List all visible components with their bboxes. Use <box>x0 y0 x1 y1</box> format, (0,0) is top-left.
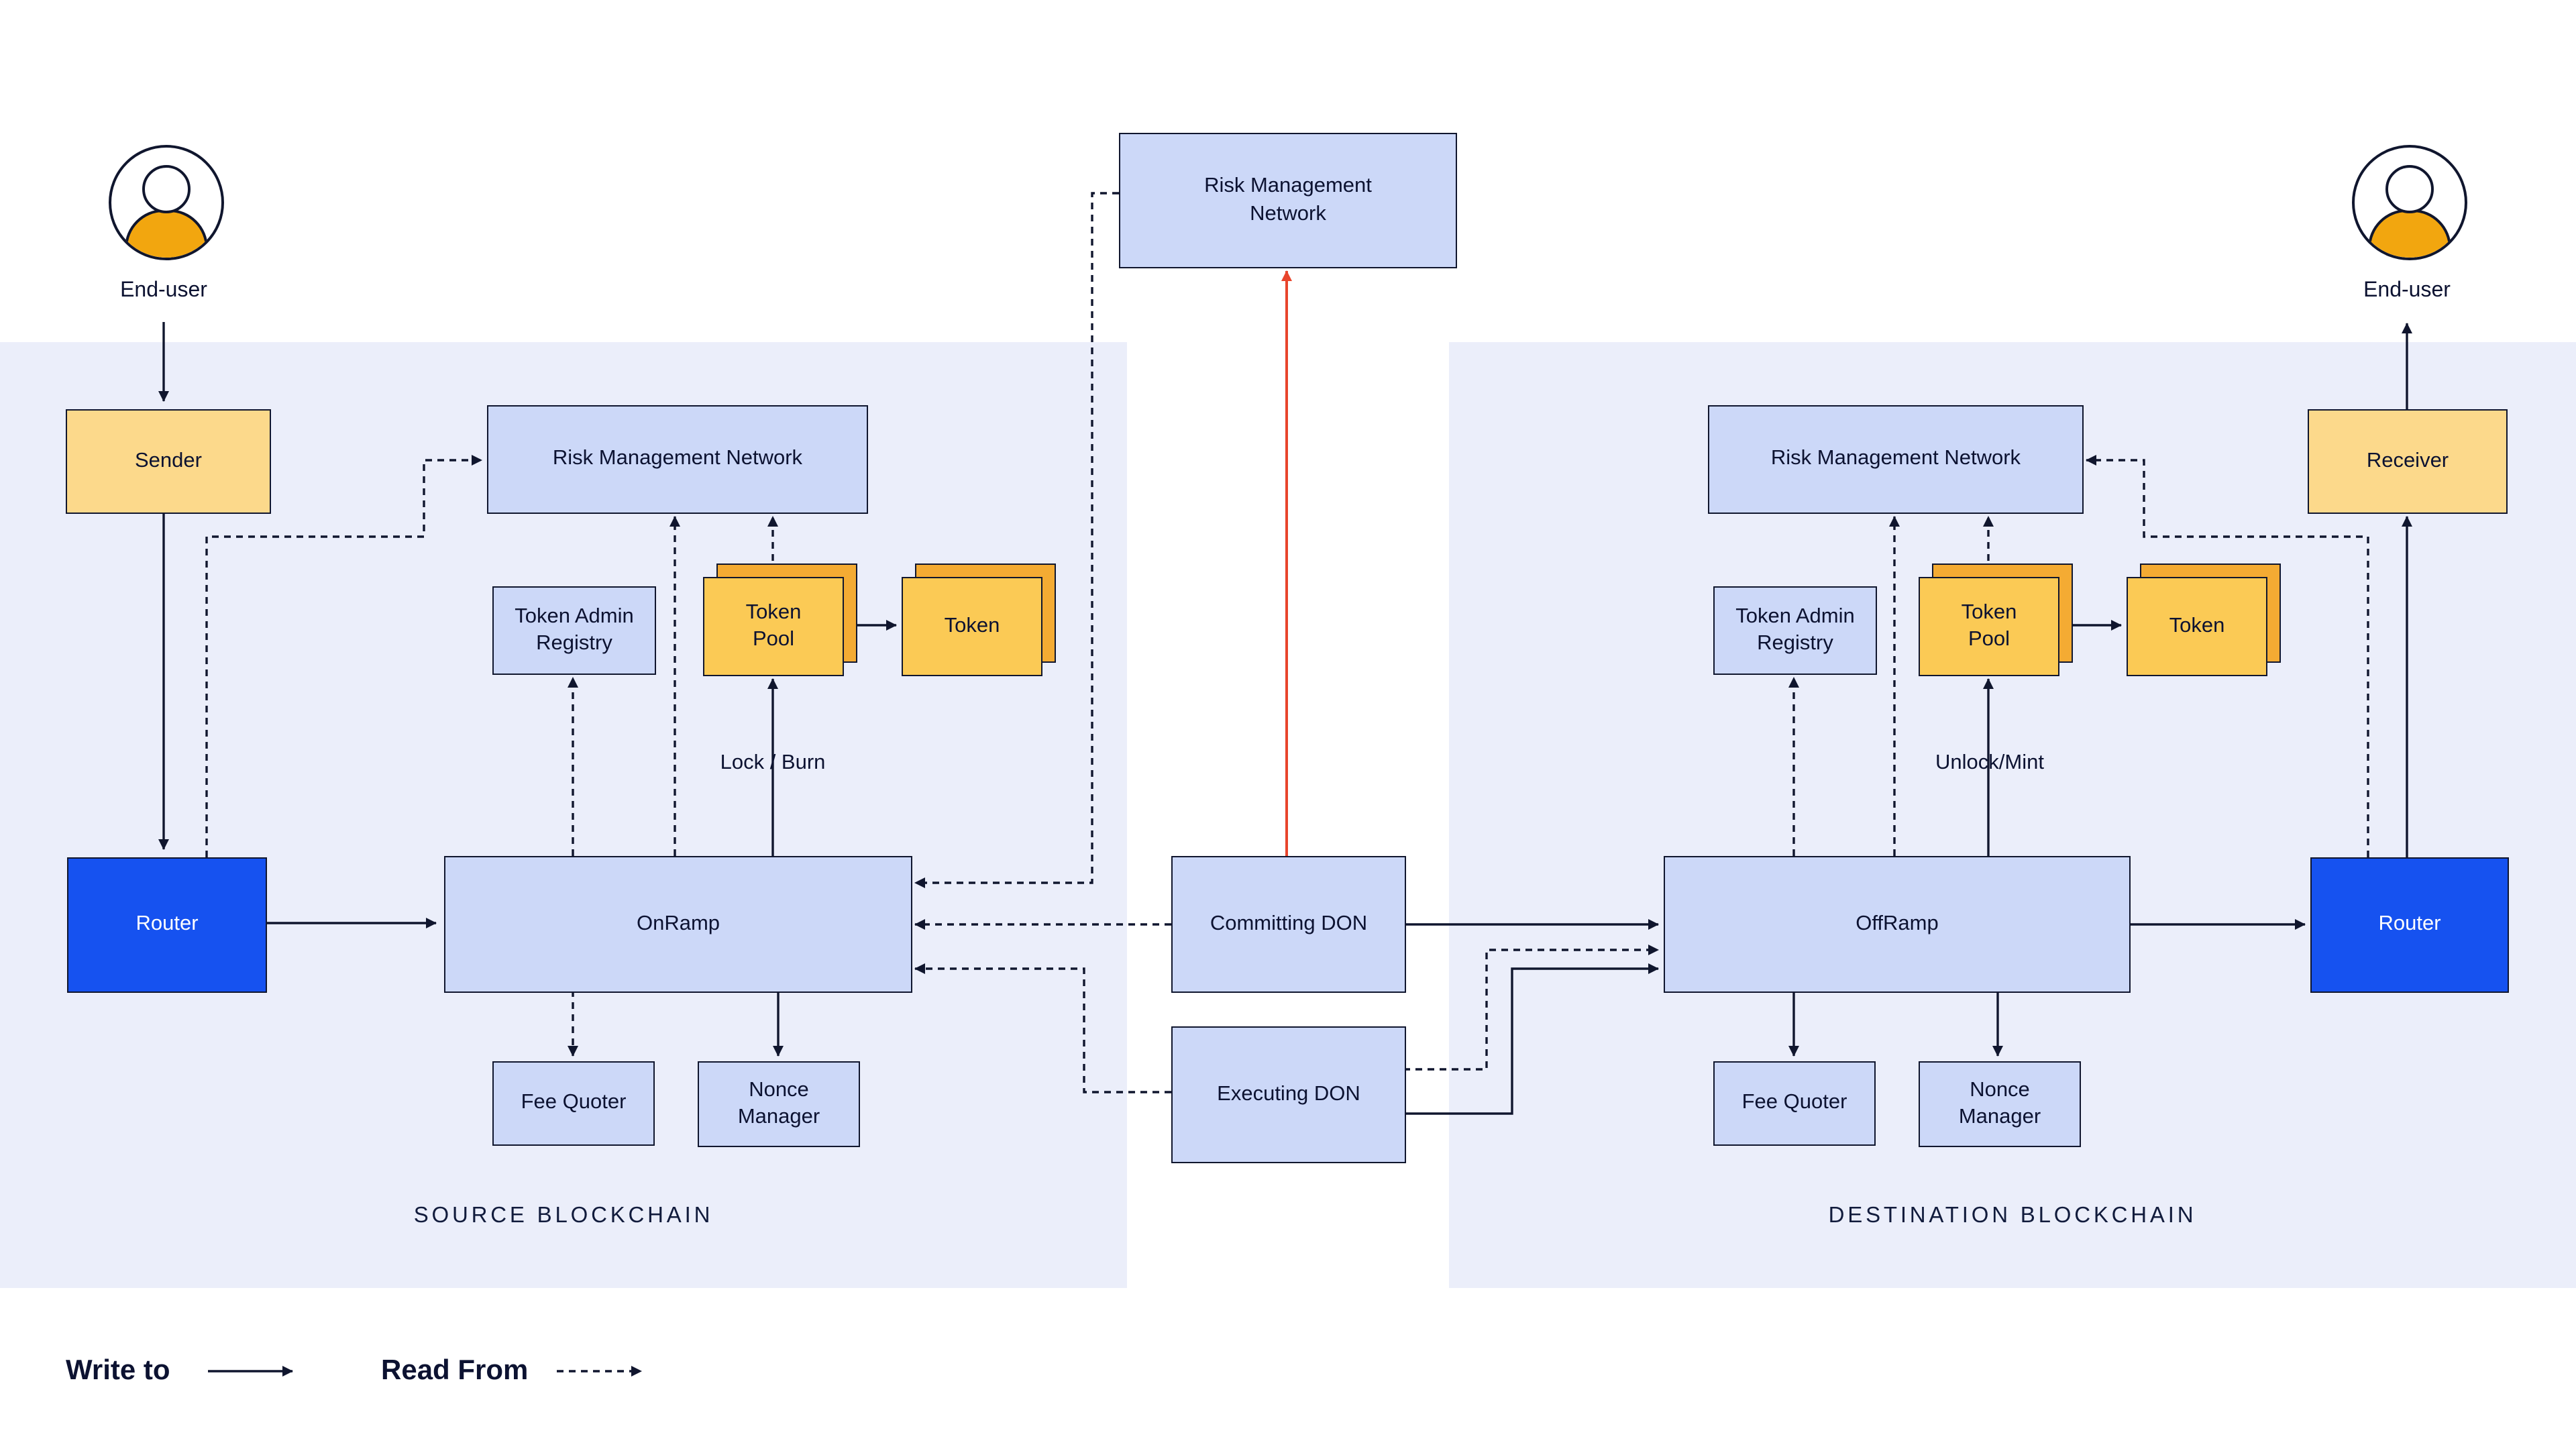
node-router-source: Router <box>67 857 267 993</box>
avatar-torso <box>125 209 208 258</box>
destination-blockchain-label: DESTINATION BLOCKCHAIN <box>1828 1203 2197 1228</box>
node-token-admin-registry-destination-label: Token Admin Registry <box>1735 604 1855 655</box>
node-executing-don: Executing DON <box>1171 1026 1406 1163</box>
end-user-label-destination: End-user <box>2363 279 2451 302</box>
token-pool-front-card: Token Pool <box>1919 577 2059 676</box>
node-fee-quoter-source-label: Fee Quoter <box>521 1091 627 1114</box>
arrow-router-reads-rmn-dest <box>2086 455 2369 857</box>
end-user-label-source: End-user <box>120 279 207 302</box>
node-nonce-manager-destination: Nonce Manager <box>1919 1061 2081 1147</box>
node-token-destination: Token <box>2127 564 2281 676</box>
node-token-pool-destination: Token Pool <box>1919 564 2073 676</box>
source-blockchain-label: SOURCE BLOCKCHAIN <box>413 1203 714 1228</box>
node-token-pool-source-label: Token Pool <box>745 600 802 651</box>
node-sender-label: Sender <box>135 449 202 472</box>
node-token-admin-registry-source: Token Admin Registry <box>492 586 656 675</box>
node-onramp-label: OnRamp <box>636 912 720 935</box>
end-user-icon-destination <box>2352 145 2467 260</box>
node-rmn-destination-label: Risk Management Network <box>1770 447 2021 470</box>
node-fee-quoter-destination-label: Fee Quoter <box>1741 1091 1847 1114</box>
node-risk-management-network-top: Risk Management Network <box>1119 133 1457 268</box>
token-pool-front-card: Token Pool <box>703 577 844 676</box>
avatar-head <box>142 165 191 213</box>
node-token-source: Token <box>902 564 1056 676</box>
node-nonce-manager-destination-label: Nonce Manager <box>1958 1078 2041 1128</box>
node-onramp: OnRamp <box>444 856 912 993</box>
node-token-pool-source: Token Pool <box>703 564 857 676</box>
token-front-card: Token <box>2127 577 2267 676</box>
legend-read-from-label: Read From <box>381 1355 529 1386</box>
node-rmn-source-label: Risk Management Network <box>552 447 803 470</box>
node-executing-don-label: Executing DON <box>1217 1082 1360 1106</box>
end-user-icon-source <box>109 145 224 260</box>
node-token-source-label: Token <box>944 614 1000 637</box>
node-committing-don-label: Committing DON <box>1210 912 1368 935</box>
node-token-pool-destination-label: Token Pool <box>1961 600 2017 651</box>
avatar-torso <box>2368 209 2451 258</box>
node-offramp-label: OffRamp <box>1856 912 1939 935</box>
node-receiver-label: Receiver <box>2366 449 2449 472</box>
node-risk-management-network-top-label: Risk Management Network <box>1204 174 1372 225</box>
arrow-router-reads-rmn-source <box>205 455 482 857</box>
node-token-admin-registry-destination: Token Admin Registry <box>1713 586 1877 675</box>
unlock-mint-label: Unlock/Mint <box>1935 751 2044 774</box>
node-router-source-label: Router <box>136 912 199 936</box>
node-fee-quoter-source: Fee Quoter <box>492 1061 655 1146</box>
node-sender: Sender <box>66 409 271 514</box>
token-front-card: Token <box>902 577 1042 676</box>
arrow-executingdon-reads-offramp <box>1403 945 1659 1071</box>
arrow-rmn-reads-onramp <box>914 192 1119 888</box>
legend-write-to-label: Write to <box>66 1355 170 1386</box>
node-offramp: OffRamp <box>1664 856 2131 993</box>
node-rmn-destination: Risk Management Network <box>1708 405 2084 514</box>
node-token-destination-label: Token <box>2169 614 2225 637</box>
avatar-head <box>2385 165 2434 213</box>
node-token-admin-registry-source-label: Token Admin Registry <box>515 604 634 655</box>
arrow-executingdon-reads-onramp <box>914 963 1171 1093</box>
node-receiver: Receiver <box>2308 409 2508 514</box>
arrow-executingdon-to-offramp <box>1403 963 1659 1115</box>
lock-burn-label: Lock / Burn <box>720 751 826 774</box>
node-nonce-manager-source-label: Nonce Manager <box>737 1078 820 1128</box>
node-committing-don: Committing DON <box>1171 856 1406 993</box>
node-nonce-manager-source: Nonce Manager <box>698 1061 860 1147</box>
node-fee-quoter-destination: Fee Quoter <box>1713 1061 1876 1146</box>
node-router-destination-label: Router <box>2378 912 2441 936</box>
node-router-destination: Router <box>2310 857 2509 993</box>
node-rmn-source: Risk Management Network <box>487 405 868 514</box>
